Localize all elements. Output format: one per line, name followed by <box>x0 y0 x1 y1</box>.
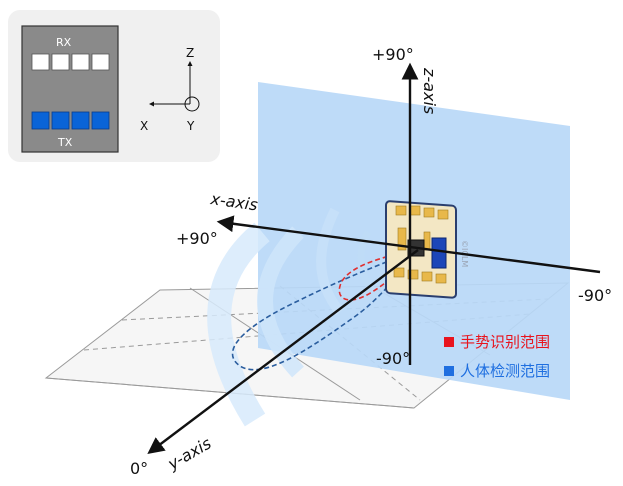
x-axis-line <box>216 215 601 274</box>
axes <box>147 62 601 455</box>
antenna-inset-panel: RX TX Z X Y <box>8 10 220 162</box>
y-axis-line <box>147 249 419 455</box>
presence-legend-label: 人体检测范围 <box>460 362 550 380</box>
gesture-range-dashed <box>338 248 421 301</box>
y-zero-label: 0° <box>130 459 148 478</box>
presence-legend-swatch <box>444 366 454 376</box>
y-axis-label: y-axis <box>164 434 215 474</box>
inset-axis-z: Z <box>186 46 194 60</box>
gesture-legend-label: 手势识别范围 <box>460 333 550 351</box>
antenna-chip <box>21 25 119 153</box>
legend: 手势识别范围 人体检测范围 <box>444 333 550 380</box>
inset-axis-glyph <box>149 61 200 112</box>
z-top-label: +90° <box>372 45 414 64</box>
x-right-label: -90° <box>578 286 612 305</box>
inset-axis-x: X <box>140 119 148 133</box>
x-axis-label: x-axis <box>208 189 258 215</box>
presence-range-dashed <box>231 248 421 371</box>
x-left-label: +90° <box>176 229 218 248</box>
z-axis-label: z-axis <box>420 67 439 114</box>
tx-antennas <box>31 111 110 130</box>
tx-label: TX <box>57 136 73 149</box>
rx-antennas <box>31 53 110 71</box>
radar-wave-arcs <box>207 207 375 427</box>
inset-axis-y: Y <box>186 119 195 133</box>
gesture-legend-swatch <box>444 337 454 347</box>
rx-label: RX <box>56 36 72 49</box>
radar-sensor-board: ©ICLM <box>385 200 469 299</box>
z-bottom-label: -90° <box>376 349 410 368</box>
